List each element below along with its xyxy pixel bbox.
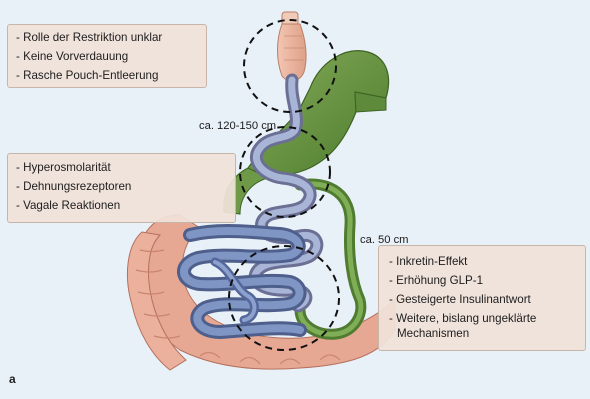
incretin-item: Weitere, bislang ungeklärte Mechanismen	[389, 309, 585, 341]
restriction-item: Rolle der Restriktion unklar	[16, 28, 206, 47]
incretin-item: Erhöhung GLP-1	[389, 271, 585, 290]
dumping-item: Hyperosmolarität	[16, 158, 235, 177]
restriction-item: Rasche Pouch-Entleerung	[16, 66, 206, 85]
restriction-item: Keine Vorverdauung	[16, 47, 206, 66]
restriction-box: Rolle der Restriktion unklar Keine Vorve…	[7, 24, 207, 88]
small-intestine	[184, 231, 300, 332]
panel-label: a	[9, 372, 16, 386]
dumping-item: Vagale Reaktionen	[16, 196, 235, 215]
dumping-item: Dehnungsrezeptoren	[16, 177, 235, 196]
alimentary-limb-length: ca. 120-150 cm	[199, 120, 276, 132]
biliary-limb-length: ca. 50 cm	[360, 234, 409, 246]
incretin-box: Inkretin-Effekt Erhöhung GLP-1 Gesteiger…	[378, 245, 586, 351]
dumping-box: Hyperosmolarität Dehnungsrezeptoren Vaga…	[7, 153, 236, 223]
incretin-item: Inkretin-Effekt	[389, 252, 585, 271]
incretin-item: Gesteigerte Insulinantwort	[389, 290, 585, 309]
